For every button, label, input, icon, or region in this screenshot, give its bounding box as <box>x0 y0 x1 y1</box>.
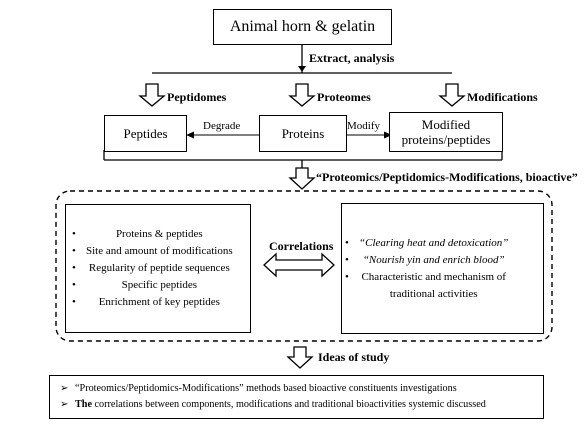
double-arrow <box>263 252 335 278</box>
list-item: Site and amount of modifications <box>69 243 233 260</box>
right-item-1: “Clearing heat and detoxication” <box>359 236 509 249</box>
right-list: “Clearing heat and detoxication” “Nouris… <box>342 235 508 303</box>
list-item: “Clearing heat and detoxication” <box>342 235 508 252</box>
top-box: Animal horn & gelatin <box>213 9 392 45</box>
proteins-label: Proteins <box>281 125 325 141</box>
arrow-bullet-icon: ➢ <box>60 399 69 410</box>
list-item: Enrichment of key peptides <box>69 294 233 311</box>
modified-label-line2: proteins/peptides <box>401 132 491 147</box>
arrow-bullet-icon: ➢ <box>60 383 69 394</box>
peptides-box: Peptides <box>104 115 187 152</box>
branch-arrows <box>138 83 466 369</box>
proteomes-label: Proteomes <box>317 90 371 104</box>
list-item: “Nourish yin and enrich blood” <box>342 252 508 269</box>
list-item: Specific peptides <box>69 277 233 294</box>
modify-label: Modify <box>347 120 380 132</box>
left-list-box: Proteins & peptides Site and amount of m… <box>65 204 251 333</box>
bottom-item-2-text: correlations between components, modific… <box>91 399 486 410</box>
bottom-item-1-text: “Proteomics/Peptidomics-Modifications” m… <box>75 383 457 394</box>
modifications-label: Modifications <box>467 90 538 104</box>
peptides-label: Peptides <box>123 125 168 141</box>
dashed-region <box>55 190 553 342</box>
right-item-4: traditional activities <box>389 287 478 300</box>
bottom-item-2-lead: The <box>75 399 92 410</box>
approach-label: “Proteomics/Peptidomics-Modifications, b… <box>316 170 578 184</box>
modified-label-line1: Modified <box>421 117 471 132</box>
right-item-3: Characteristic and mechanism of <box>361 270 506 283</box>
left-list: Proteins & peptides Site and amount of m… <box>69 226 233 311</box>
peptidomes-label: Peptidomes <box>167 90 227 104</box>
ideas-label: Ideas of study <box>318 350 390 364</box>
right-list-box: “Clearing heat and detoxication” “Nouris… <box>341 203 544 334</box>
bottom-box: ➢ “Proteomics/Peptidomics-Modifications”… <box>49 375 544 419</box>
modified-box: Modified proteins/peptides <box>389 112 503 152</box>
proteins-box: Proteins <box>259 115 347 152</box>
list-item: Regularity of peptide sequences <box>69 260 233 277</box>
correlations-label: Correlations <box>269 239 334 253</box>
list-item: Characteristic and mechanism of <box>342 269 508 286</box>
degrade-label: Degrade <box>203 120 241 132</box>
list-item: Proteins & peptides <box>69 226 233 243</box>
right-item-2: “Nourish yin and enrich blood” <box>362 253 505 266</box>
bottom-item-2: ➢ The correlations between components, m… <box>58 397 486 413</box>
top-box-label: Animal horn & gelatin <box>229 18 376 35</box>
extract-label: Extract, analysis <box>309 51 395 65</box>
bottom-item-1: ➢ “Proteomics/Peptidomics-Modifications”… <box>58 381 457 397</box>
list-item-continuation: traditional activities <box>342 286 508 303</box>
